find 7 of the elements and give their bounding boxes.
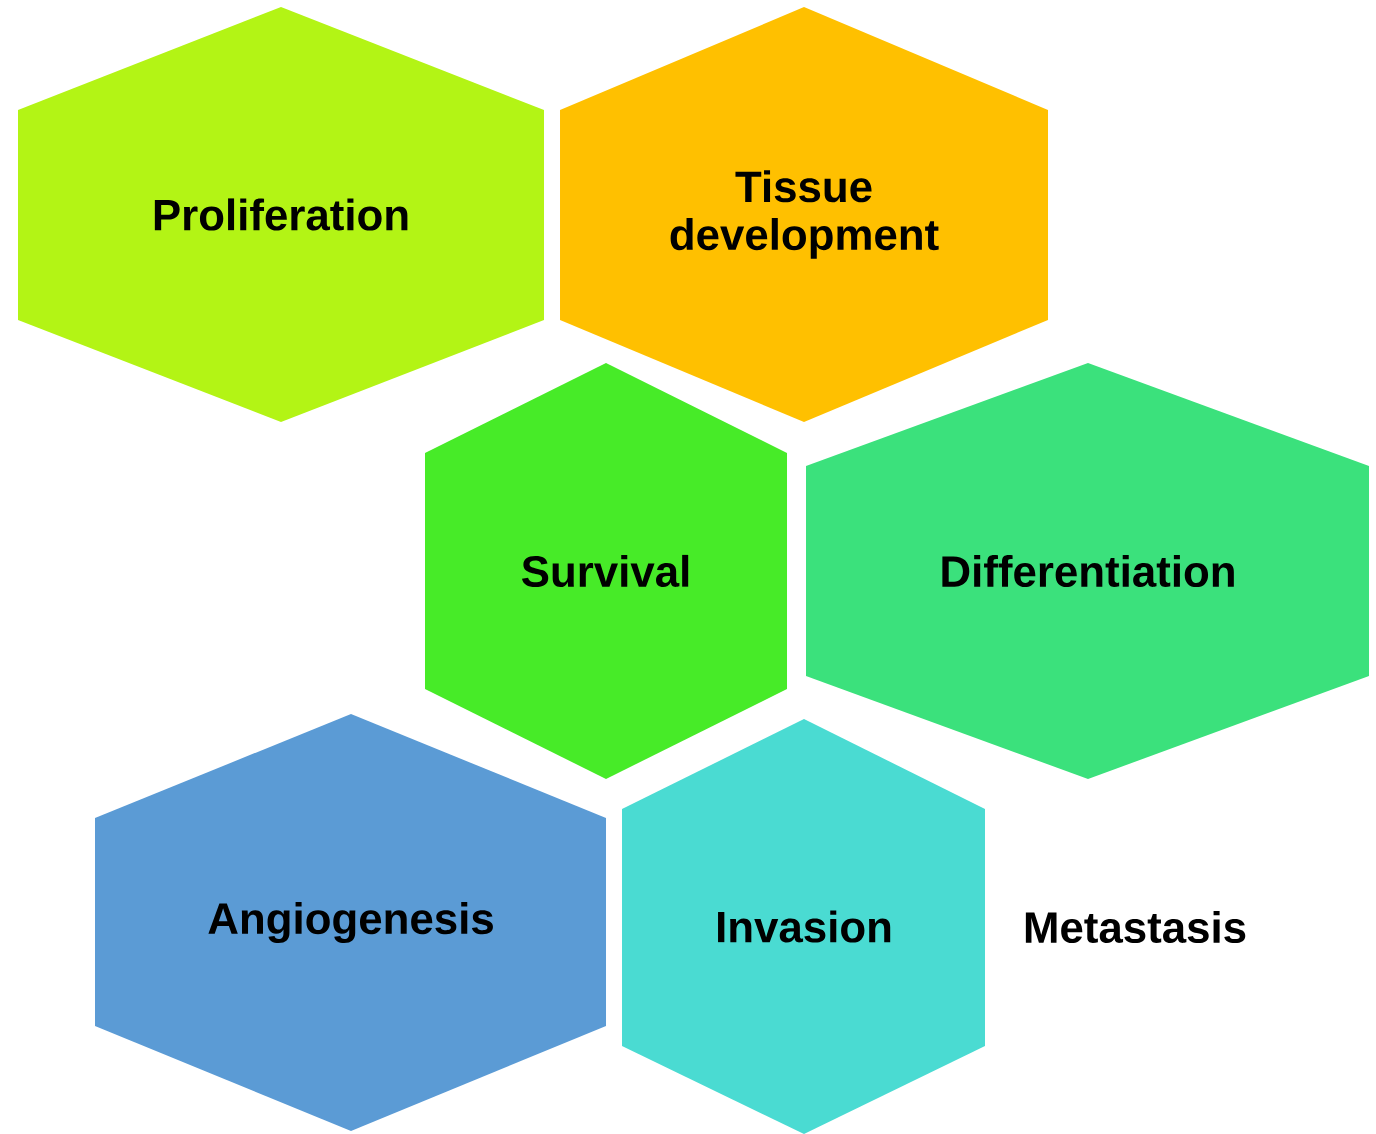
hexagon: Angiogenesis (95, 714, 606, 1131)
hexagon: Survival (425, 363, 787, 779)
hexagon: Tissue development (560, 7, 1048, 422)
hexagon: Proliferation (18, 7, 544, 422)
hexagon: Invasion (622, 719, 985, 1134)
hexagon: Differentiation (806, 363, 1369, 779)
label: Metastasis (1025, 910, 1246, 944)
